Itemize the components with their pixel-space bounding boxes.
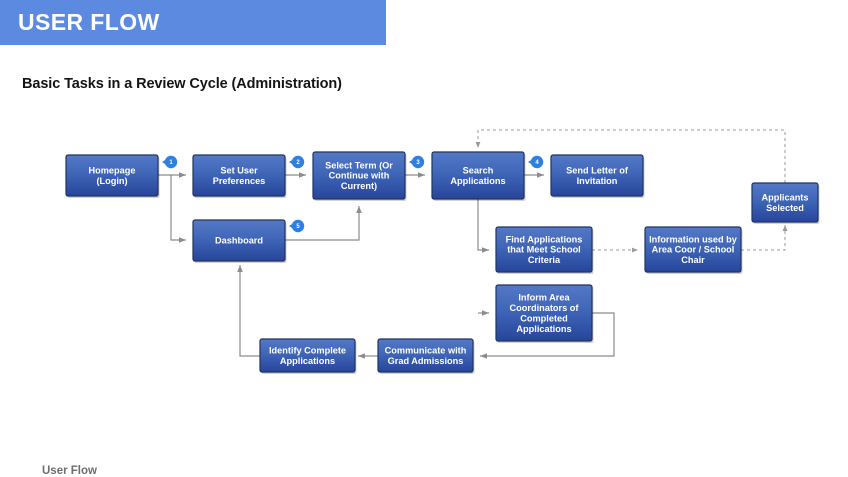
node-box: [65, 154, 159, 197]
user-flow-diagram: Homepage(Login)Set UserPreferencesSelect…: [65, 129, 820, 374]
node-label-line: Criteria: [528, 255, 561, 265]
badge-number: 3: [416, 160, 420, 166]
step-badge-3[interactable]: 3: [409, 155, 425, 169]
node-label-line: Invitation: [577, 176, 618, 186]
badge-circle: [291, 219, 305, 233]
node-label-line: Communicate with: [385, 346, 467, 356]
node-label-line: Find Applications: [506, 234, 583, 244]
node-box: [495, 284, 593, 342]
step-badge-4[interactable]: 4: [528, 155, 544, 169]
node-box: [495, 226, 593, 273]
node-label-line: Completed: [520, 313, 567, 323]
node-label-line: Set User: [220, 166, 258, 176]
step-badge-5[interactable]: 5: [289, 219, 305, 233]
node-label-line: Information used by: [649, 234, 738, 244]
flow-node-dashboard[interactable]: Dashboard: [192, 219, 287, 263]
node-label-line: Current): [341, 181, 377, 191]
node-label-line: Homepage: [89, 166, 136, 176]
node-label-line: (Login): [96, 176, 127, 186]
page-title: USER FLOW: [18, 9, 160, 35]
connector-applicants-to-search: [475, 129, 786, 183]
node-label-line: Selected: [766, 203, 804, 213]
badge-number: 1: [169, 160, 173, 166]
node-label-line: Send Letter of: [566, 166, 629, 176]
connector-homepage-to-dashboard: [170, 175, 186, 243]
node-box: [192, 154, 286, 197]
node-label-line: Area Coor / School: [652, 245, 735, 255]
node-label-line: Search: [463, 166, 494, 176]
node-label-line: Identify Complete: [269, 346, 346, 356]
badge-circle: [291, 155, 305, 169]
diagram-subtitle: Basic Tasks in a Review Cycle (Administr…: [22, 76, 342, 92]
badge-layer: 1 2 3 4 5: [162, 155, 544, 233]
node-label-line: Applications: [516, 324, 571, 334]
node-box: [192, 219, 286, 262]
flow-node-homepage[interactable]: Homepage(Login): [65, 154, 160, 198]
connector-inform-to-comm: [480, 312, 615, 359]
node-box: [259, 338, 356, 373]
step-badge-1[interactable]: 1: [162, 155, 178, 169]
node-box: [377, 338, 474, 373]
node-label-line: Preferences: [213, 176, 266, 186]
node-label-line: Select Term (Or: [325, 160, 393, 170]
node-label-line: Inform Area: [518, 293, 570, 303]
footer-label: User Flow: [42, 465, 97, 477]
node-label-line: Coordinators of: [510, 303, 580, 313]
node-box: [644, 226, 742, 273]
step-badge-2[interactable]: 2: [289, 155, 305, 169]
node-label-line: Dashboard: [215, 236, 263, 246]
badge-number: 4: [535, 160, 539, 166]
badge-number: 2: [296, 160, 300, 166]
connector-info-to-applicants: [741, 225, 788, 251]
badge-circle: [411, 155, 425, 169]
badge-circle: [530, 155, 544, 169]
node-label-line: Applications: [450, 176, 505, 186]
node-box: [431, 151, 525, 200]
node-box: [550, 154, 644, 197]
badge-circle: [164, 155, 178, 169]
connector-layer: [158, 129, 788, 359]
node-label-line: Chair: [681, 255, 705, 265]
node-layer: Homepage(Login)Set UserPreferencesSelect…: [65, 151, 820, 374]
connector-search-down-branch: [477, 199, 489, 253]
node-label-line: Continue with: [329, 171, 390, 181]
node-box: [312, 151, 406, 200]
header-bar: USER FLOW: [0, 0, 386, 45]
node-box: [751, 182, 819, 223]
node-label-line: Applicants: [762, 193, 809, 203]
badge-number: 5: [296, 224, 300, 230]
node-label-line: Applications: [280, 356, 335, 366]
connector-identify-to-dashboard: [237, 265, 260, 357]
connector-dashboard-to-term: [285, 206, 362, 241]
node-label-line: that Meet School: [507, 245, 581, 255]
node-label-line: Grad Admissions: [388, 356, 464, 366]
